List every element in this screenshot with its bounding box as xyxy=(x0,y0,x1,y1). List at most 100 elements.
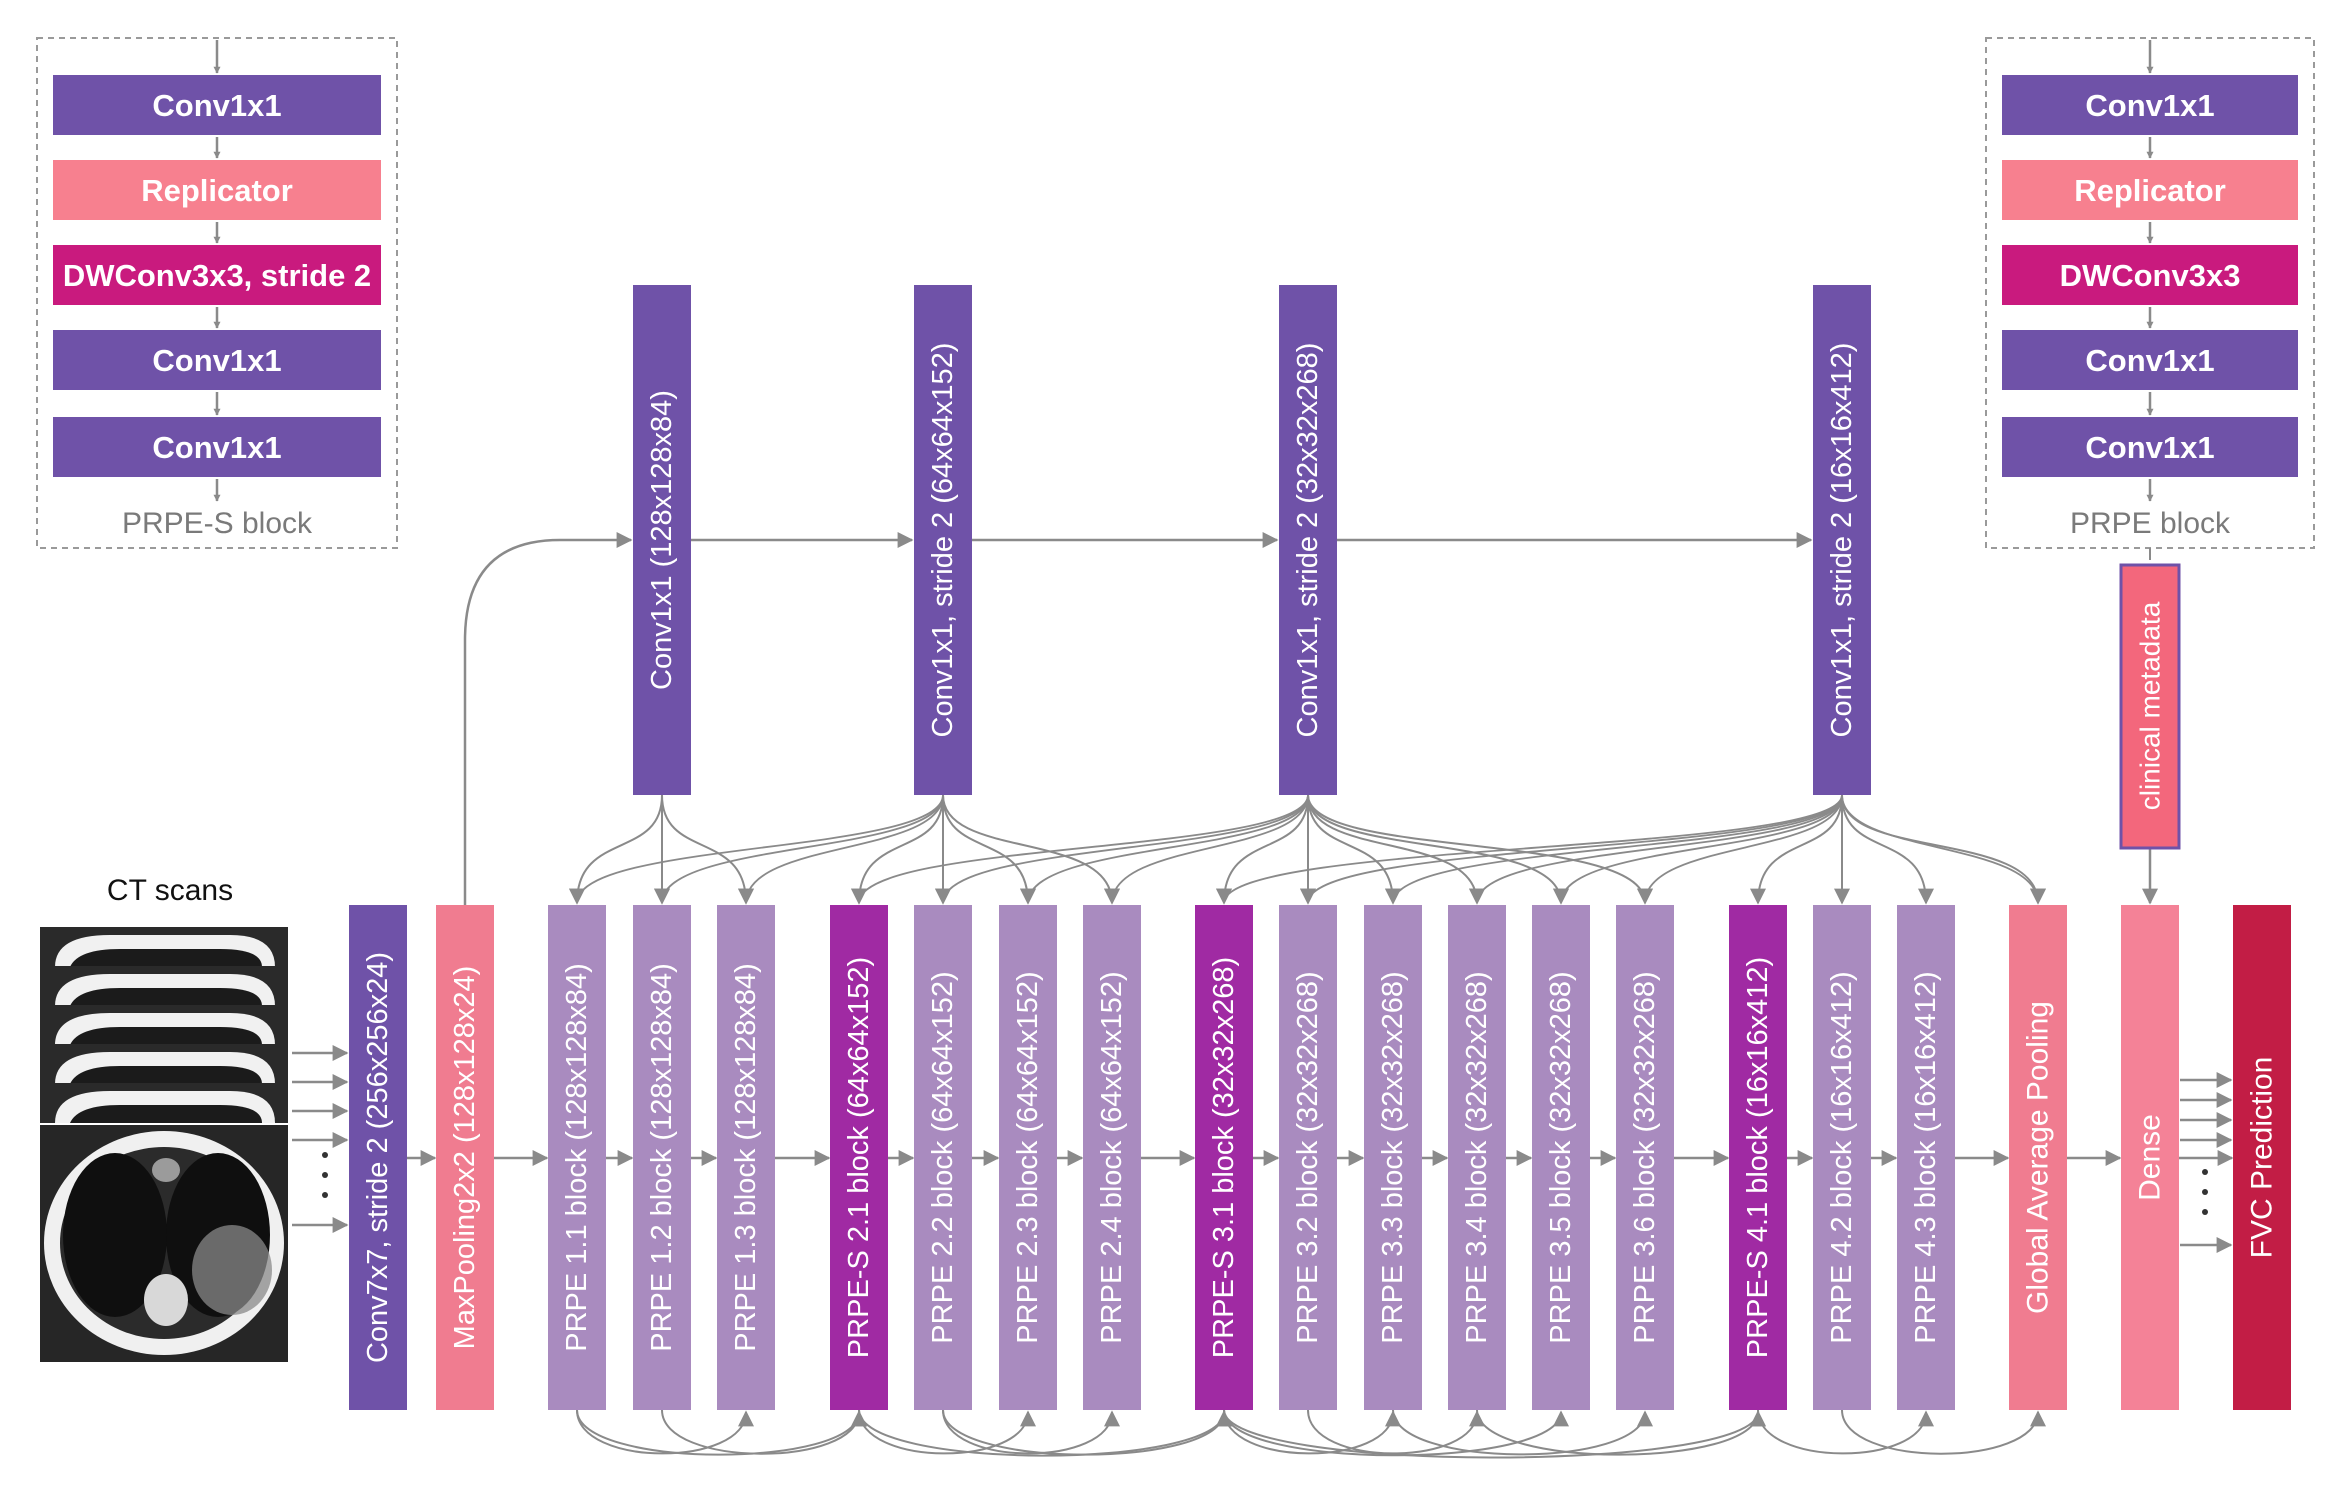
prpe-2-3-block-label: PRPE 2.3 block (64x64x152) xyxy=(1012,971,1044,1343)
prpe-3-6-block-label: PRPE 3.6 block (32x32x268) xyxy=(1629,971,1661,1343)
side-conv1x1-stage4-box xyxy=(1813,285,1871,795)
side-to-block-arrow xyxy=(1216,794,1309,905)
input-ellipsis-dot xyxy=(322,1172,328,1178)
prpe-1-2-block-label: PRPE 1.2 block (128x128x84) xyxy=(646,963,678,1352)
side-conv1x1-stage1: Conv1x1 (128x128x84) xyxy=(633,285,691,795)
legend-layer-label: Replicator xyxy=(2074,173,2226,208)
skip-connection-arrow xyxy=(858,1409,1036,1455)
legend-layer-label: Conv1x1 xyxy=(152,430,281,465)
ct-trachea xyxy=(152,1158,180,1182)
prpe-s-4-1-block: PRPE-S 4.1 block (16x16x412) xyxy=(1729,905,1787,1410)
prpe-2-2-block: PRPE 2.2 block (64x64x152) xyxy=(914,905,972,1410)
legend-layer-box xyxy=(2002,245,2298,305)
side-conv1x1-stage1-box xyxy=(633,285,691,795)
legend-layer-box xyxy=(2002,75,2298,135)
dense-block: Dense xyxy=(2121,905,2179,1410)
conv7x7-block-label: Conv7x7, stride 2 (256x256x24) xyxy=(362,952,394,1363)
pool-to-side-arrow xyxy=(463,532,633,905)
prpe-3-5-block-label: PRPE 3.5 block (32x32x268) xyxy=(1545,971,1577,1343)
ct-spine xyxy=(144,1274,188,1326)
skip-connection-arrow xyxy=(942,1409,1120,1455)
prpe-3-4-block-label: PRPE 3.4 block (32x32x268) xyxy=(1461,971,1493,1343)
legend-layer-label: Conv1x1 xyxy=(152,343,281,378)
legend-prpe-s-border xyxy=(36,37,398,549)
ct-scans-label: CT scans xyxy=(107,874,233,907)
ct-scans-input: CT scans xyxy=(40,874,288,1362)
side-to-block-arrow xyxy=(851,794,944,905)
global-average-pooling-block-label: Global Average Pooling xyxy=(2022,1001,2055,1314)
dense-block-label: Dense xyxy=(2134,1114,2167,1201)
side-broadcast-arrow xyxy=(654,794,944,905)
prpe-1-1-block: PRPE 1.1 block (128x128x84) xyxy=(548,905,606,1410)
legend-layer-label: Conv1x1 xyxy=(2085,88,2214,123)
ct-slice-lung xyxy=(70,1066,262,1084)
prpe-3-3-block-box xyxy=(1364,905,1422,1410)
side-to-block-arrow xyxy=(1307,794,1401,905)
prpe-1-1-block-label: PRPE 1.1 block (128x128x84) xyxy=(561,963,593,1352)
side-broadcast-arrow xyxy=(1020,794,1309,905)
skip-connection-arrow xyxy=(1223,1409,1766,1459)
prpe-s-3-1-block-box xyxy=(1195,905,1253,1410)
prpe-3-2-block-label: PRPE 3.2 block (32x32x268) xyxy=(1292,971,1324,1343)
side-conv1x1-stage2: Conv1x1, stride 2 (64x64x152) xyxy=(914,285,972,795)
prpe-2-3-block-box xyxy=(999,905,1057,1410)
side-broadcast-arrow xyxy=(1637,794,1843,905)
prpe-3-6-block-box xyxy=(1616,905,1674,1410)
side-conv1x1-stage2-box xyxy=(914,285,972,795)
maxpooling-block: MaxPooling2x2 (128x128x24) xyxy=(436,905,494,1410)
prpe-4-3-block-box xyxy=(1897,905,1955,1410)
skip-connection-arrow xyxy=(1223,1409,1401,1455)
prpe-2-4-block-box xyxy=(1083,905,1141,1410)
input-ellipsis-dot xyxy=(322,1192,328,1198)
ct-slice-lung xyxy=(70,949,262,967)
prpe-s-3-1-block: PRPE-S 3.1 block (32x32x268) xyxy=(1195,905,1253,1410)
legend-layer-box xyxy=(53,160,381,220)
skip-connection-arrow xyxy=(576,1409,754,1455)
conv7x7-block: Conv7x7, stride 2 (256x256x24) xyxy=(349,905,407,1410)
prpe-3-3-block: PRPE 3.3 block (32x32x268) xyxy=(1364,905,1422,1410)
legend-layer-label: Conv1x1 xyxy=(2085,343,2214,378)
prpe-2-4-block-label: PRPE 2.4 block (64x64x152) xyxy=(1096,971,1128,1343)
side-broadcast-arrow xyxy=(1216,794,1843,905)
global-average-pooling-block-box xyxy=(2009,905,2067,1410)
skip-connection-arrow xyxy=(1757,1409,1934,1455)
legend-layer-box xyxy=(53,75,381,135)
prpe-2-3-block: PRPE 2.3 block (64x64x152) xyxy=(999,905,1057,1410)
side-to-block-arrow xyxy=(661,794,754,905)
prpe-1-1-block-box xyxy=(548,905,606,1410)
side-to-block-arrow xyxy=(1841,794,2046,905)
prpe-3-2-block: PRPE 3.2 block (32x32x268) xyxy=(1279,905,1337,1410)
fvc-prediction-block: FVC Prediction xyxy=(2233,905,2291,1410)
legend-layer-box xyxy=(2002,160,2298,220)
side-broadcast-arrow xyxy=(738,794,944,905)
side-conv1x1-stage2-label: Conv1x1, stride 2 (64x64x152) xyxy=(927,343,959,738)
clinical-metadata-box xyxy=(2119,563,2181,850)
side-conv1x1-stage4-label: Conv1x1, stride 2 (16x16x412) xyxy=(1826,343,1858,738)
prpe-s-2-1-block: PRPE-S 2.1 block (64x64x152) xyxy=(830,905,888,1410)
skip-connection-arrow xyxy=(1392,1409,1653,1456)
connections xyxy=(292,532,2234,1459)
legend-layer-label: DWConv3x3 xyxy=(2060,258,2241,293)
prpe-3-4-block-box xyxy=(1448,905,1506,1410)
prpe-4-2-block-label: PRPE 4.2 block (16x16x412) xyxy=(1826,971,1858,1343)
legend-layer-label: Conv1x1 xyxy=(2085,430,2214,465)
side-to-block-arrow xyxy=(942,794,1120,905)
side-conv1x1-stage4: Conv1x1, stride 2 (16x16x412) xyxy=(1813,285,1871,795)
side-to-block-arrow xyxy=(1307,794,1485,905)
prpe-4-3-block: PRPE 4.3 block (16x16x412) xyxy=(1897,905,1955,1410)
global-average-pooling-block: Global Average Pooling xyxy=(2009,905,2067,1410)
skip-connection-arrow xyxy=(1841,1409,2046,1455)
legend-layer-box xyxy=(53,245,381,305)
side-conv1x1-stage3-box xyxy=(1279,285,1337,795)
prpe-s-2-1-block-box xyxy=(830,905,888,1410)
ct-slice-lung xyxy=(70,988,262,1006)
side-to-block-arrow xyxy=(1307,794,1653,905)
prpe-s-3-1-block-label: PRPE-S 3.1 block (32x32x268) xyxy=(1208,957,1240,1358)
ct-slice-lung xyxy=(70,1027,262,1045)
network-blocks: Conv7x7, stride 2 (256x256x24) MaxPooling… xyxy=(349,285,2291,1410)
side-to-block-arrow xyxy=(569,794,663,905)
side-broadcast-arrow xyxy=(1469,794,1843,905)
skip-connection-arrow xyxy=(1307,1409,1485,1455)
